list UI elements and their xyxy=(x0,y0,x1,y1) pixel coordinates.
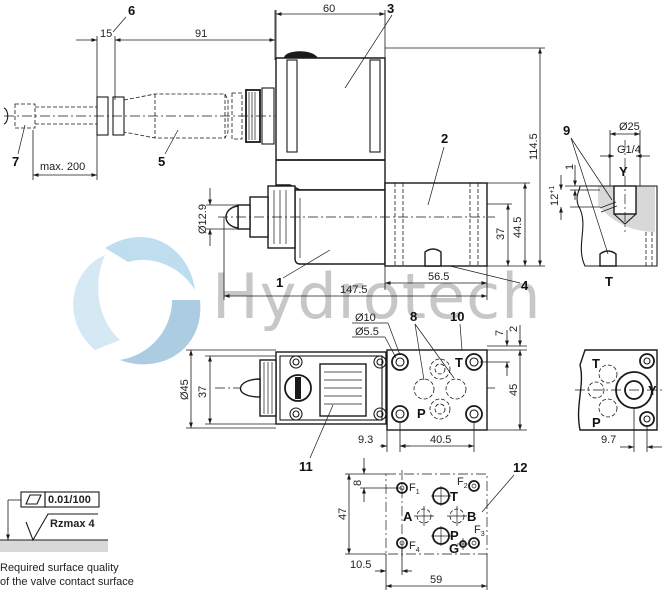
item-number-9: 9 xyxy=(563,123,570,138)
surface-quality-symbol xyxy=(0,491,108,552)
dim-dia-45: Ø45 xyxy=(179,379,191,400)
dim-37-side: 37 xyxy=(495,228,507,240)
dim-12-tolerance: 12+1 xyxy=(549,186,561,206)
watermark-text: Hydrotech xyxy=(212,260,542,333)
surface-caption-line-2: of the valve contact surface xyxy=(0,576,134,588)
port-label-f2: F2 xyxy=(457,476,468,490)
dim-15: 15 xyxy=(100,28,112,40)
dim-59: 59 xyxy=(430,574,442,586)
item-number-1: 1 xyxy=(276,275,283,290)
dim-60: 60 xyxy=(323,3,335,15)
dim-47: 47 xyxy=(337,508,349,520)
item-number-3: 3 xyxy=(387,1,394,16)
port-label-y-end: Y xyxy=(648,383,657,398)
port-label-b: B xyxy=(467,509,476,524)
valve-top-view xyxy=(215,349,495,431)
dim-dia-12-9: Ø12.9 xyxy=(197,204,209,234)
dim-37-top: 37 xyxy=(197,386,209,398)
dim-dia-10: Ø10 xyxy=(355,312,376,324)
item-number-2: 2 xyxy=(441,131,448,146)
dim-56-5: 56.5 xyxy=(428,271,449,283)
dim-8: 8 xyxy=(352,480,364,486)
dim-114-5: 114.5 xyxy=(528,133,540,160)
port-label-p-top: P xyxy=(417,406,426,421)
dim-147-5: 147.5 xyxy=(340,284,368,296)
dim-91: 91 xyxy=(195,28,207,40)
dim-g1-4: G1/4 xyxy=(617,144,641,156)
item-number-6: 6 xyxy=(128,3,135,18)
dim-dia-5-5: Ø5.5 xyxy=(355,326,379,338)
port-label-a: A xyxy=(403,509,413,524)
port-label-g: G xyxy=(449,541,459,556)
port-label-t-pattern: T xyxy=(450,489,458,504)
dim-44-5: 44.5 xyxy=(512,217,524,238)
dim-dia-25: Ø25 xyxy=(619,121,640,133)
dim-9-3: 9.3 xyxy=(358,434,373,446)
mounting-pattern-view xyxy=(385,470,488,560)
cable-connector-view xyxy=(3,87,275,145)
item-number-8: 8 xyxy=(410,309,417,324)
item-number-4: 4 xyxy=(521,278,529,293)
port-label-f1: F1 xyxy=(409,482,420,496)
port-label-y: Y xyxy=(619,164,628,179)
dim-1: 1 xyxy=(564,164,576,170)
dim-2: 2 xyxy=(508,326,520,332)
dim-10-5: 10.5 xyxy=(350,559,371,571)
surface-caption-line-1: Required surface quality xyxy=(0,562,119,574)
port-label-t-top: T xyxy=(455,355,463,370)
port-label-p-end: P xyxy=(592,415,601,430)
port-label-t-end: T xyxy=(592,356,600,371)
item-number-7: 7 xyxy=(12,154,19,169)
flatness-tolerance: 0.01/100 xyxy=(48,494,91,506)
port-label-f4: F4 xyxy=(409,540,420,554)
valve-side-view xyxy=(218,51,495,267)
dim-40-5: 40.5 xyxy=(430,434,451,446)
port-y-detail xyxy=(576,140,658,267)
port-label-f3: F3 xyxy=(474,524,485,538)
item-number-5: 5 xyxy=(158,154,165,169)
port-label-t-detail: T xyxy=(605,274,613,289)
item-number-11: 11 xyxy=(299,459,313,474)
port-label-p-pattern: P xyxy=(450,528,459,543)
item-number-12: 12 xyxy=(513,460,527,475)
dim-45: 45 xyxy=(508,384,520,396)
dim-7: 7 xyxy=(494,330,506,336)
watermark-logo-icon xyxy=(73,237,201,365)
dim-max-200: max. 200 xyxy=(40,161,85,173)
valve-end-view xyxy=(575,349,662,431)
roughness-value: Rzmax 4 xyxy=(50,518,96,530)
dim-9-7: 9.7 xyxy=(601,434,616,446)
item-number-10: 10 xyxy=(450,309,464,324)
